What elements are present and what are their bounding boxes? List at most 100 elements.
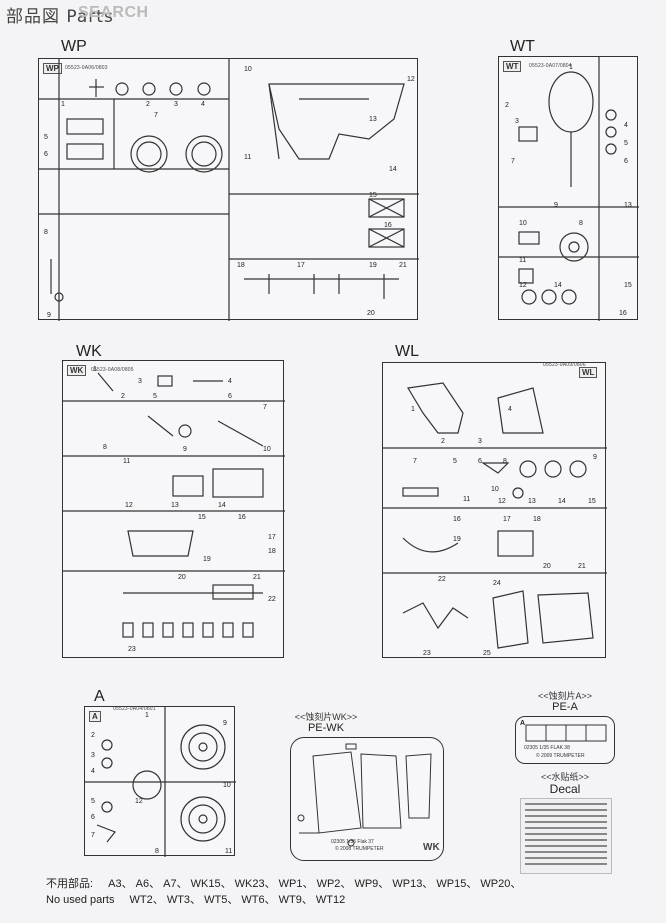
sprue-label-wp: WP (61, 38, 87, 55)
svg-text:12: 12 (498, 498, 506, 505)
svg-text:19: 19 (203, 556, 211, 563)
svg-text:8: 8 (155, 848, 159, 855)
pe-wk-line1: 02305 1/35 Flak 37 (331, 839, 374, 845)
svg-text:7: 7 (413, 458, 417, 465)
pe-a-title-jp: <<蚀刻片A>> (537, 691, 593, 701)
svg-text:5: 5 (44, 134, 48, 141)
svg-text:12: 12 (519, 282, 527, 289)
svg-text:2: 2 (505, 102, 509, 109)
svg-text:10: 10 (244, 66, 252, 73)
svg-text:17: 17 (503, 516, 511, 523)
svg-text:10: 10 (491, 486, 499, 493)
svg-text:17: 17 (297, 262, 305, 269)
svg-text:6: 6 (624, 158, 628, 165)
svg-text:7: 7 (154, 112, 158, 119)
pe-a-title: PE-A (552, 701, 578, 713)
svg-text:8: 8 (579, 220, 583, 227)
svg-text:18: 18 (268, 548, 276, 555)
sprue-maker-wp: 05523-0A06/0803 (65, 65, 108, 71)
svg-text:3: 3 (515, 118, 519, 125)
svg-text:21: 21 (253, 574, 261, 581)
svg-text:6: 6 (228, 393, 232, 400)
sprue-tag-wp: WP (43, 63, 62, 74)
sprue-tag-a: A (89, 711, 101, 722)
pe-a-tag: A (520, 720, 526, 727)
svg-text:14: 14 (218, 502, 226, 509)
sprue-label-wt: WT (510, 38, 535, 55)
pe-a-line1: 02305 1/35 FLAK 38 (524, 745, 570, 751)
sprue-tag-wl: WL (579, 367, 598, 378)
decal-title: Decal (549, 782, 581, 796)
sprue-maker-wt: 05523-0A07/0804 (529, 63, 572, 69)
svg-text:10: 10 (519, 220, 527, 227)
svg-text:7: 7 (263, 404, 267, 411)
svg-text:11: 11 (463, 496, 470, 503)
svg-text:18: 18 (237, 262, 245, 269)
svg-text:4: 4 (228, 378, 232, 385)
svg-text:10: 10 (223, 782, 231, 789)
svg-text:12: 12 (407, 76, 415, 83)
svg-text:12: 12 (135, 798, 143, 805)
unused-list-line2: WT2、 WT3、 WT5、 WT6、 WT9、 WT12 (129, 894, 346, 906)
pe-a-line2: © 2009 TRUMPETER (536, 753, 585, 759)
svg-text:2: 2 (441, 438, 445, 445)
pe-wk-title-jp: <<蚀刻片WK>> (294, 712, 358, 722)
svg-text:20: 20 (543, 563, 551, 570)
unused-label-jp: 不用部品: (46, 878, 94, 890)
svg-text:11: 11 (244, 154, 251, 161)
svg-text:13: 13 (369, 116, 377, 123)
pe-wk-tag: WK (423, 842, 440, 853)
svg-text:5: 5 (91, 798, 95, 805)
pe-wk-title: PE-WK (307, 722, 345, 734)
svg-text:13: 13 (171, 502, 179, 509)
pe-a-drawing (525, 724, 607, 742)
svg-text:6: 6 (44, 151, 48, 158)
svg-text:5: 5 (153, 393, 157, 400)
svg-text:10: 10 (263, 446, 271, 453)
svg-text:7: 7 (511, 158, 515, 165)
unused-parts-row1: 不用部品: A3、 A6、 A7、 WK15、 WK23、 WP1、 WP2、 … (46, 876, 521, 892)
svg-text:1: 1 (569, 64, 573, 71)
svg-text:18: 18 (533, 516, 541, 523)
svg-text:22: 22 (268, 596, 276, 603)
svg-text:11: 11 (225, 848, 232, 855)
svg-text:1: 1 (145, 712, 149, 719)
svg-text:22: 22 (438, 576, 446, 583)
svg-text:16: 16 (453, 516, 461, 523)
decal-sheet (520, 798, 612, 874)
svg-text:20: 20 (367, 310, 375, 317)
header-title-en: Parts (66, 7, 114, 27)
sprue-maker-wk: 05523-0A08/0805 (91, 367, 134, 373)
sprue-maker-a: 05523-0A04/0801 (113, 706, 156, 712)
svg-text:9: 9 (593, 454, 597, 461)
svg-text:15: 15 (624, 282, 632, 289)
svg-text:9: 9 (223, 720, 227, 727)
pe-wk-fret: 02305 1/35 Flak 37 © 2008 TRUMPETER WK (290, 737, 444, 861)
watermark-search: SEARCH (78, 4, 149, 21)
svg-text:15: 15 (369, 192, 377, 199)
svg-text:21: 21 (578, 563, 586, 570)
pe-wk-line2: © 2008 TRUMPETER (335, 846, 384, 852)
svg-text:16: 16 (384, 222, 392, 229)
svg-text:3: 3 (174, 101, 178, 108)
unused-parts-row2: No used parts WT2、 WT3、 WT5、 WT6、 WT9、 W… (46, 892, 521, 908)
svg-text:5: 5 (453, 458, 457, 465)
svg-text:13: 13 (624, 202, 632, 209)
svg-text:9: 9 (47, 312, 51, 319)
sprue-maker-wl: 05523-0A09/0806 (543, 362, 586, 368)
svg-text:3: 3 (138, 378, 142, 385)
sprue-tag-wk: WK (67, 365, 87, 376)
svg-text:15: 15 (588, 498, 596, 505)
decal-sheet-marks (525, 803, 607, 865)
svg-text:24: 24 (493, 580, 501, 587)
svg-text:2: 2 (121, 393, 125, 400)
